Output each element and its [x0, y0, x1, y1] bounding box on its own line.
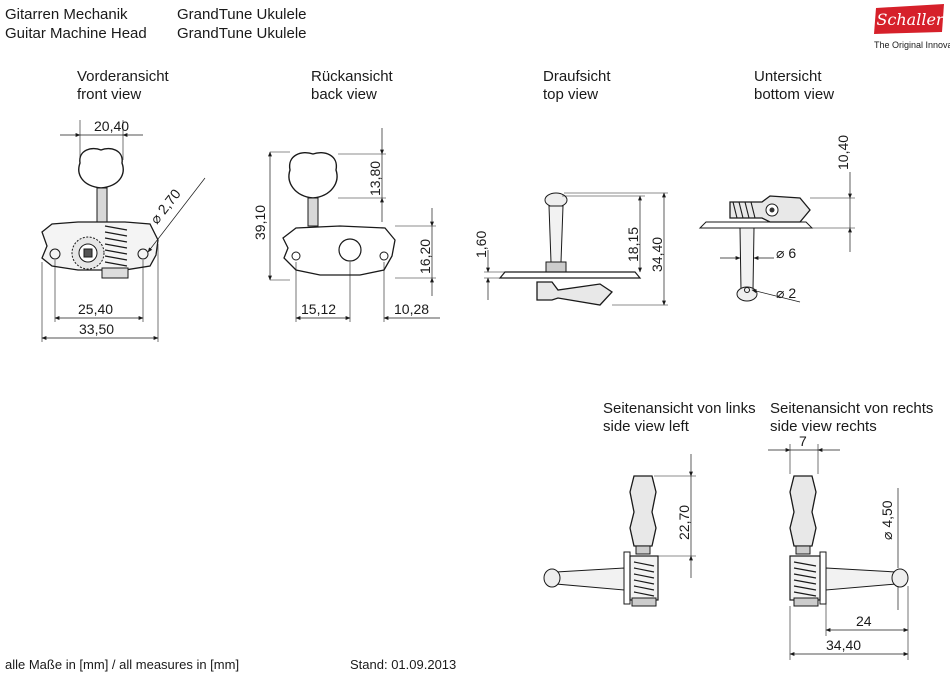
top-bushing	[545, 261, 567, 273]
dim-top-total-height: 34,40	[649, 237, 665, 272]
bottom-view: 10,40 ⌀ 6 ⌀ 2	[698, 135, 855, 303]
back-shaft	[307, 197, 319, 227]
back-button	[288, 152, 338, 199]
dim-back-button-height: 13,80	[367, 161, 383, 196]
bottom-post-cap	[736, 286, 758, 302]
dim-front-hole-dia: ⌀ 2,70	[147, 186, 184, 227]
side-right-title-de: Seitenansicht von rechts	[770, 400, 934, 417]
dim-sr-width: 7	[799, 433, 807, 449]
top-post	[548, 205, 564, 263]
bottom-plate	[698, 221, 814, 229]
sl-button	[629, 475, 657, 547]
back-view-title-en: back view	[311, 86, 377, 103]
dim-sl-height: 22,70	[676, 505, 692, 540]
dim-sr-dia: ⌀ 4,50	[879, 500, 895, 540]
dim-front-button-width: 20,40	[94, 118, 129, 134]
bottom-worm-spring	[732, 201, 756, 219]
sl-worm-spring	[633, 561, 655, 597]
dim-top-post-height: 18,15	[625, 227, 641, 262]
sl-post	[555, 567, 625, 591]
dim-sr-total-length: 34,40	[826, 637, 861, 653]
schaller-logo: Schaller	[872, 2, 948, 36]
dim-sr-post-length: 24	[856, 613, 872, 629]
back-screw-hole-right	[379, 251, 389, 261]
side-right-title-en: side view rechts	[770, 418, 877, 435]
front-shaft	[96, 187, 108, 223]
sr-collar	[795, 545, 811, 555]
side-left-title-en: side view left	[603, 418, 689, 435]
front-view: 20,40 ⌀ 2,70 25,40 33,50	[41, 118, 206, 342]
bottom-post-hole	[744, 287, 750, 293]
sr-worm-spring	[793, 561, 817, 597]
dim-back-left-offset: 15,12	[301, 301, 336, 317]
sl-end-screw	[631, 597, 657, 607]
back-view-title-de: Rückansicht	[311, 68, 393, 85]
front-gear-screw	[83, 248, 93, 258]
back-post-hole	[338, 238, 362, 262]
header-type-de: Gitarren Mechanik	[5, 6, 128, 23]
side-view-right: 7 ⌀ 4,50 24 34,40	[768, 433, 909, 660]
side-left-title-de: Seitenansicht von links	[603, 400, 756, 417]
header-type-en: Guitar Machine Head	[5, 25, 147, 42]
dim-bottom-hole-dia: ⌀ 2	[776, 285, 796, 301]
sr-plate	[819, 551, 827, 605]
top-button	[536, 281, 613, 306]
sr-end-screw	[793, 597, 819, 607]
bottom-post	[739, 227, 755, 291]
dim-back-right-offset: 10,28	[394, 301, 429, 317]
dim-back-plate-height: 16,20	[417, 239, 433, 274]
top-view-title-en: top view	[543, 86, 599, 103]
sl-post-cap	[543, 568, 561, 588]
front-view-title-de: Vorderansicht	[77, 68, 169, 85]
back-view: 39,10 13,80 16,20 15,12 10,28	[252, 128, 440, 322]
logo-text: Schaller	[876, 10, 944, 29]
sr-post-cap	[891, 568, 909, 588]
dim-top-plate-thickness: 1,60	[473, 231, 489, 258]
footer-date: Stand: 01.09.2013	[350, 657, 457, 672]
front-screw-hole-left	[49, 248, 61, 260]
sl-plate	[623, 551, 631, 605]
footer-units: alle Maße in [mm] / all measures in [mm]	[5, 657, 240, 672]
bottom-gear-screw-center	[769, 207, 775, 213]
front-view-title-en: front view	[77, 86, 142, 103]
back-screw-hole-left	[291, 251, 301, 261]
top-post-cap	[544, 192, 568, 208]
brand-tagline: The Original Innovators	[874, 40, 950, 50]
top-view-title-de: Draufsicht	[543, 68, 611, 85]
top-plate	[498, 271, 642, 279]
sr-post	[825, 567, 897, 591]
sl-collar	[635, 545, 651, 555]
front-worm-end	[101, 267, 129, 279]
sr-button	[789, 475, 817, 547]
dim-back-total-height: 39,10	[252, 205, 268, 240]
side-view-left: 22,70	[543, 454, 696, 607]
top-view: 1,60 18,15 34,40	[473, 192, 668, 306]
front-screw-hole-right	[137, 248, 149, 260]
dim-bottom-height: 10,40	[835, 135, 851, 170]
bottom-view-title-de: Untersicht	[754, 68, 822, 85]
header-model-en: GrandTune Ukulele	[177, 25, 307, 42]
dim-front-hole-spacing: 25,40	[78, 301, 113, 317]
dim-front-plate-length: 33,50	[79, 321, 114, 337]
header-model-de: GrandTune Ukulele	[177, 6, 307, 23]
bottom-view-title-en: bottom view	[754, 86, 835, 103]
front-button	[78, 147, 124, 189]
front-worm-spring	[104, 225, 128, 267]
schaller-logo-graphic: Schaller	[874, 4, 945, 34]
dim-bottom-post-dia: ⌀ 6	[776, 245, 796, 261]
